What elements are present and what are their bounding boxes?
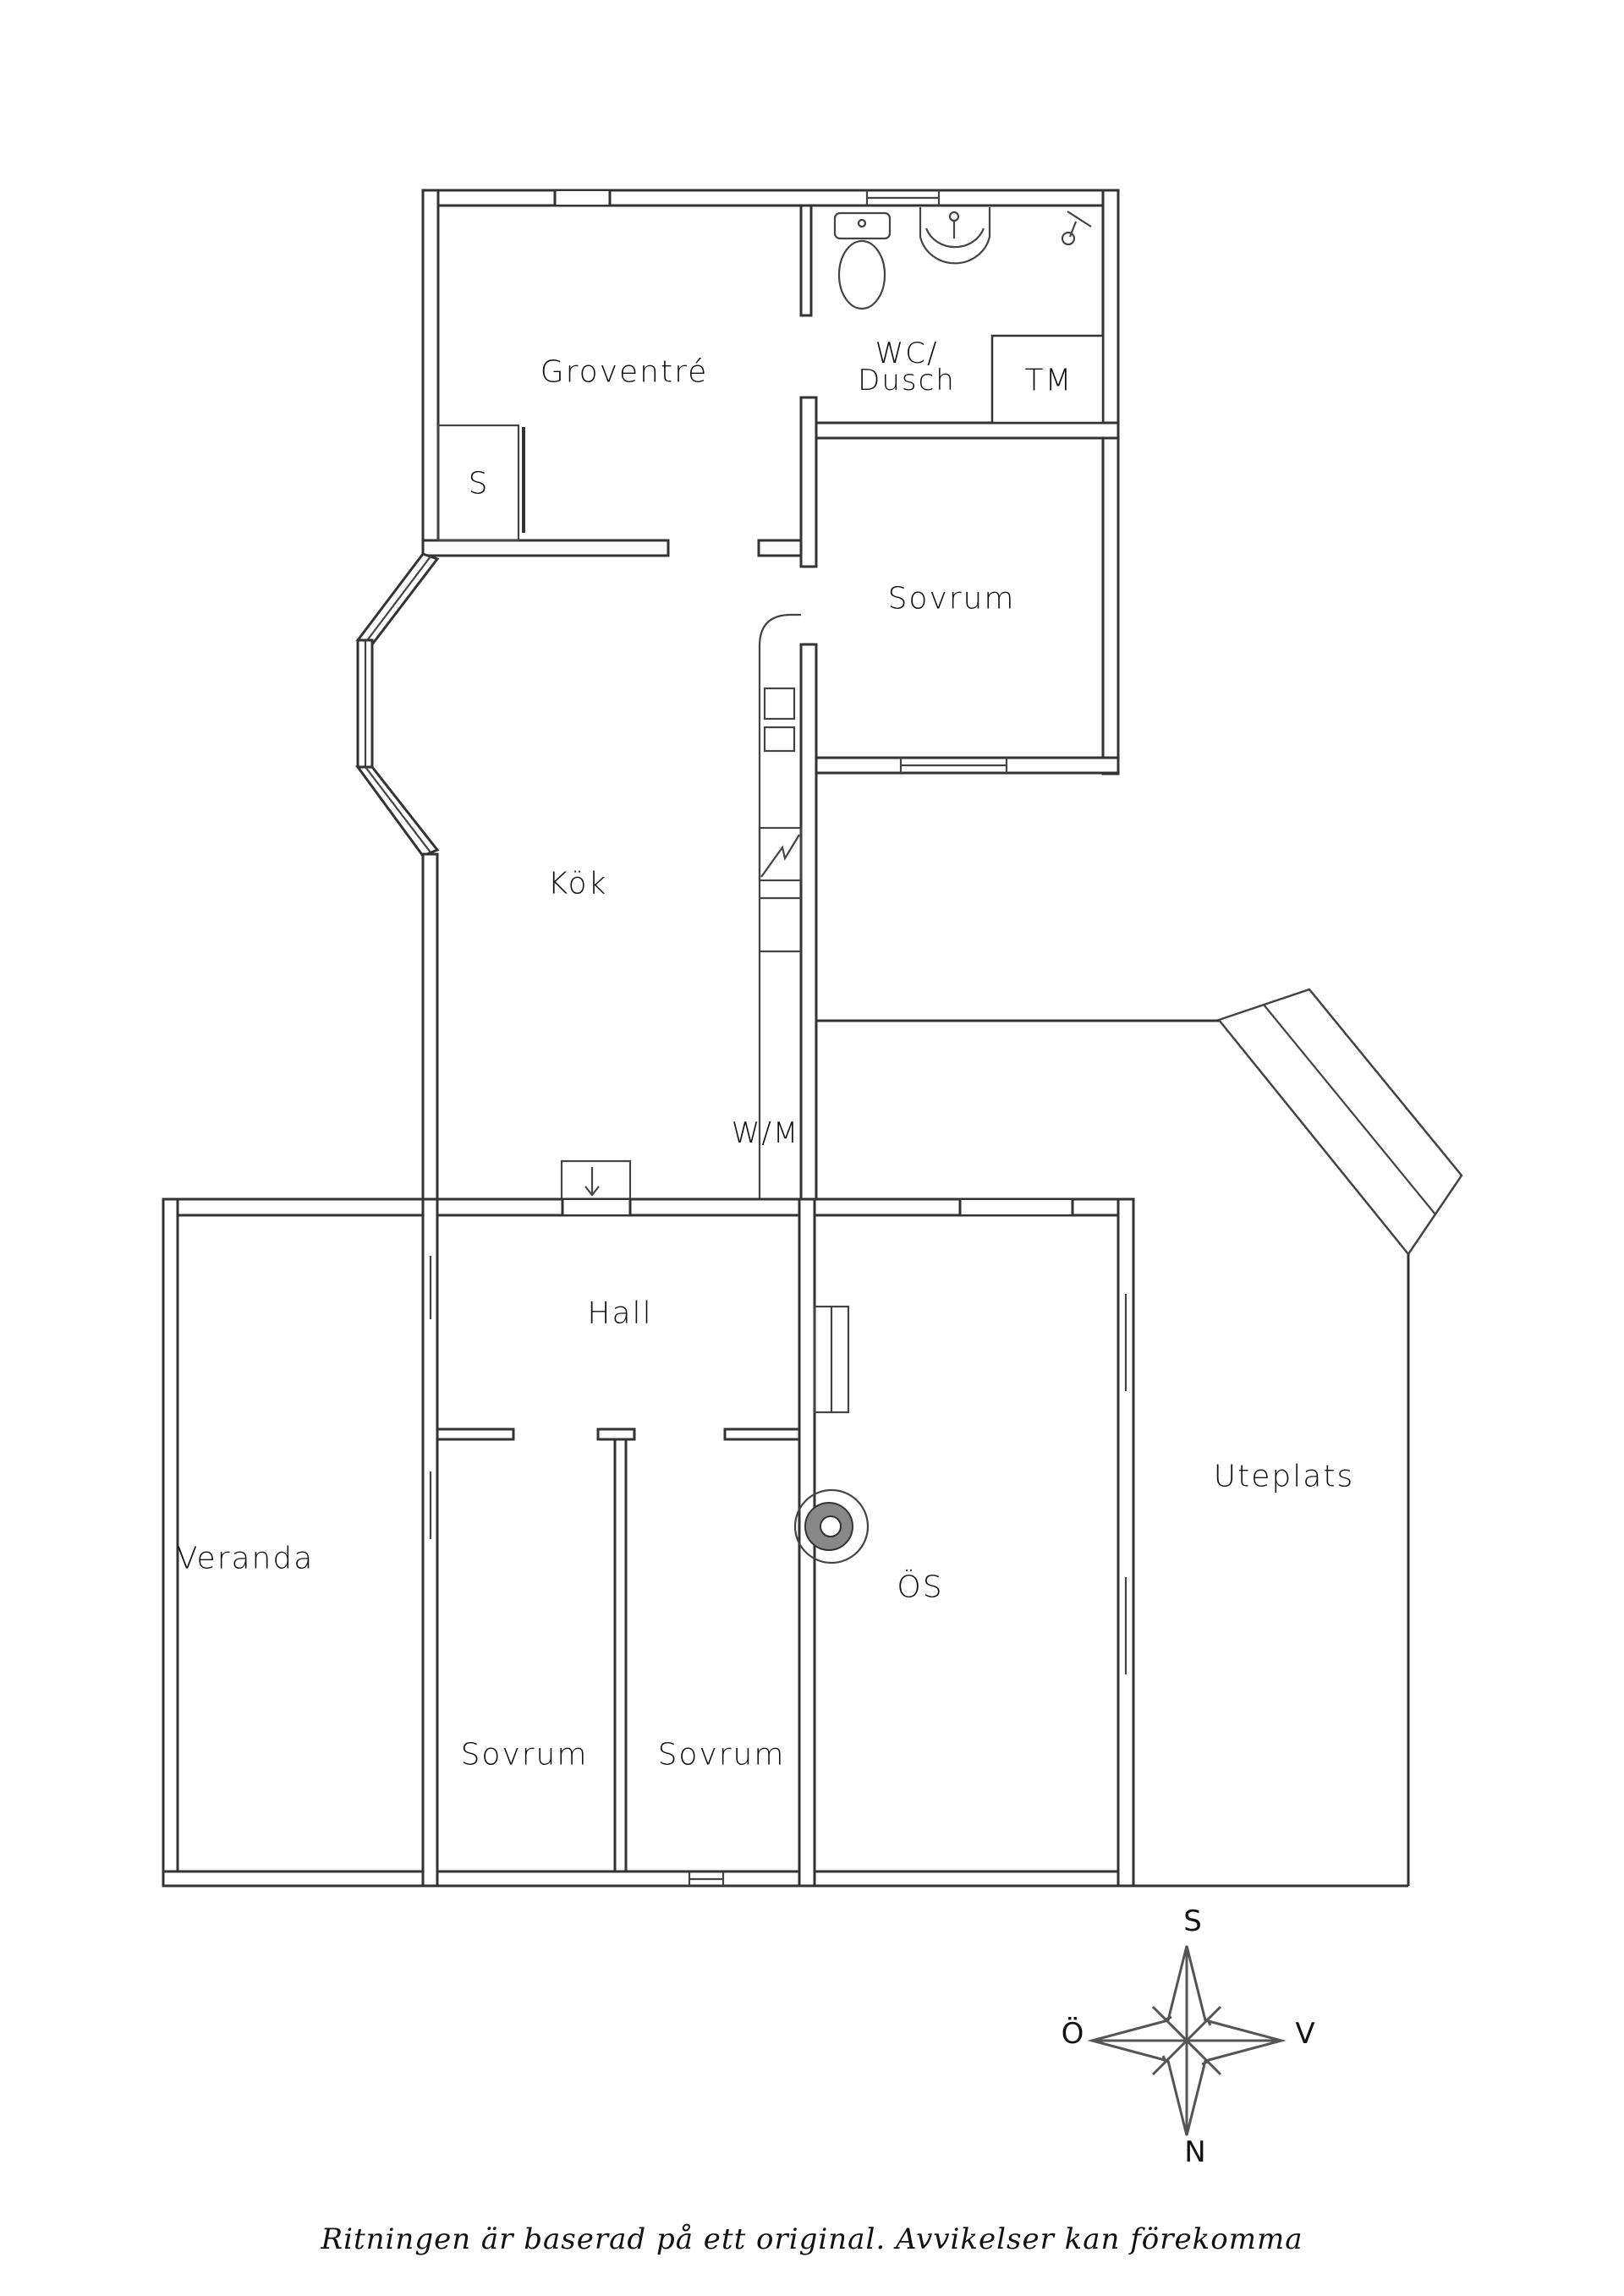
upper-block-walls xyxy=(421,189,1120,1211)
room-label-hall: Hall xyxy=(587,1296,653,1331)
room-label-groventre: Groventré xyxy=(540,354,709,390)
room-label-sovrum-lower-right: Sovrum xyxy=(657,1737,786,1773)
room-label-veranda: Veranda xyxy=(176,1541,315,1576)
room-label-s-closet: S xyxy=(468,466,490,501)
compass-label-left: Ö xyxy=(1061,2017,1084,2051)
room-label-os: ÖS xyxy=(897,1570,944,1605)
compass-rose-icon xyxy=(1087,1945,1287,2136)
compass-label-bottom: N xyxy=(1184,2135,1206,2169)
kitchen-walls xyxy=(355,552,803,1211)
disclaimer-caption: Ritningen är baserad på ett original. Av… xyxy=(321,2222,1303,2256)
patio-outline xyxy=(816,988,1463,1888)
room-label-wm: W/M xyxy=(731,1116,800,1150)
room-label-wc-dusch-line1: WC/ xyxy=(875,337,939,370)
room-label-sovrum-lower-left: Sovrum xyxy=(460,1737,589,1773)
compass-label-right: V xyxy=(1295,2017,1315,2051)
room-label-wc-dusch-line2: Dusch xyxy=(858,364,956,397)
room-label-uteplats: Uteplats xyxy=(1213,1459,1355,1494)
room-label-kok: Kök xyxy=(547,866,608,901)
wc-fixtures xyxy=(833,207,1092,310)
lower-block-walls xyxy=(162,1197,1135,1888)
room-label-sovrum-upper: Sovrum xyxy=(887,581,1016,616)
compass-label-top: S xyxy=(1183,1904,1202,1938)
room-label-tm: TM xyxy=(1024,363,1073,398)
